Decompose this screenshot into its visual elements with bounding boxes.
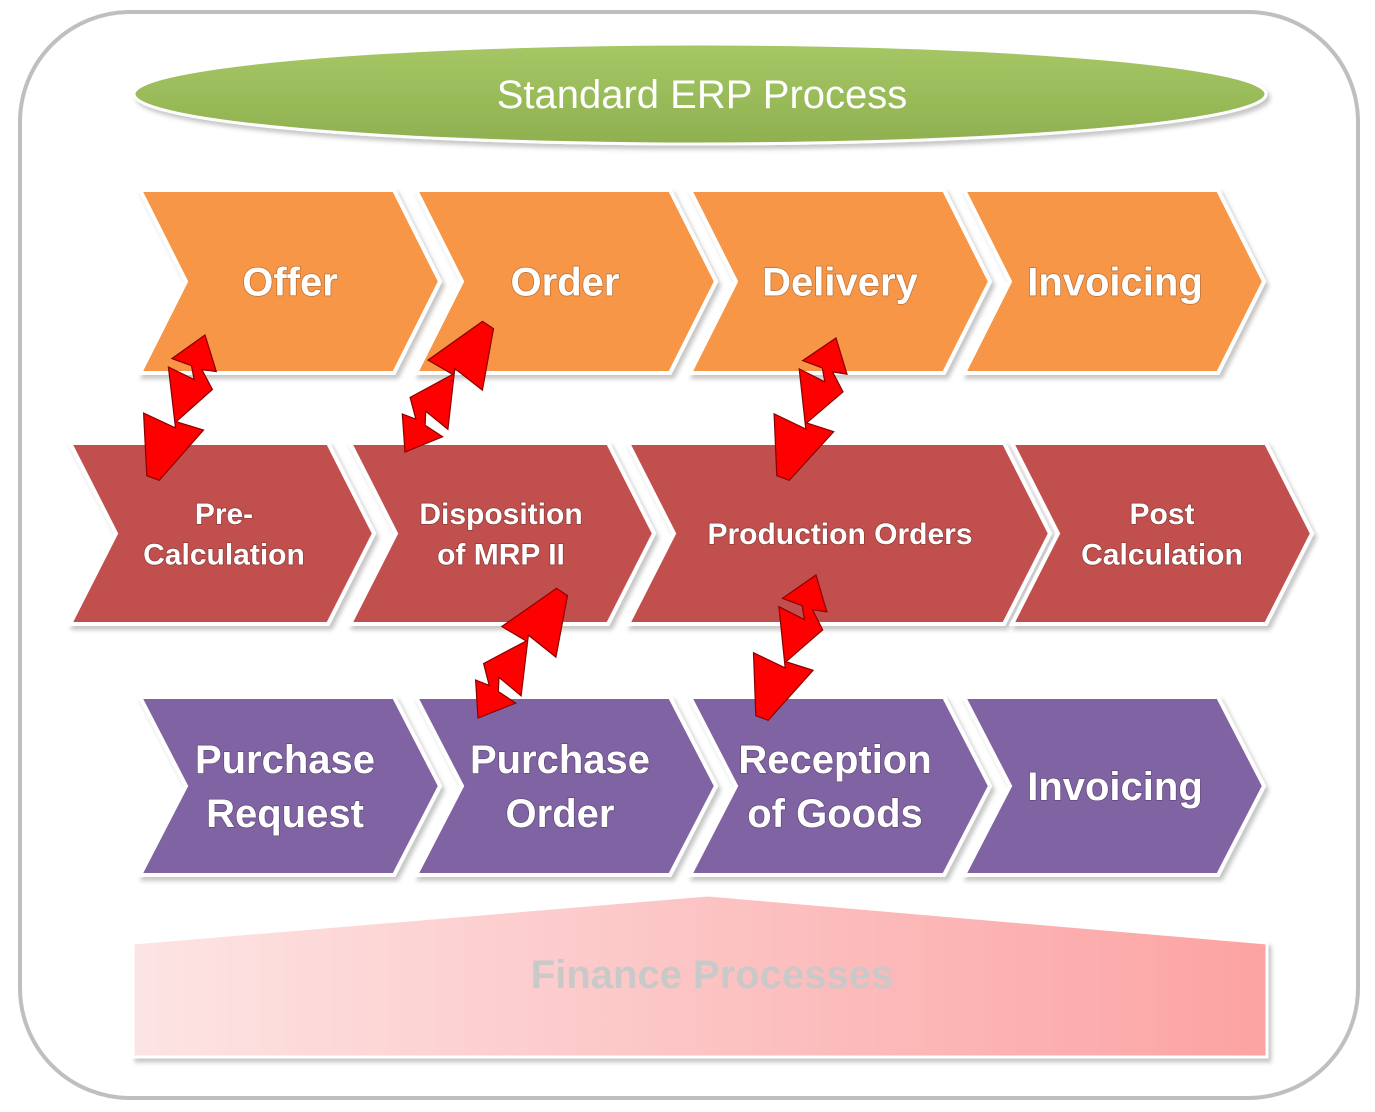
title-pill	[132, 42, 1268, 146]
lightning-arrow-icon: reception-to-production	[752, 574, 828, 722]
chevron-shape	[960, 695, 1267, 877]
step-label: Invoicing	[1027, 261, 1203, 305]
step-sales-3: Delivery	[686, 188, 993, 375]
step-procurement-4: Invoicing	[960, 695, 1267, 877]
step-procurement-3: Reception of Goods	[686, 695, 993, 877]
row-sales: Offer Order Delivery Invoicing	[136, 188, 1267, 375]
step-label: Reception	[738, 738, 931, 782]
chevron-shape	[624, 441, 1053, 626]
step-label: Offer	[242, 261, 338, 305]
chevron-shape	[960, 188, 1267, 375]
chevron-shape	[686, 695, 993, 877]
chevron-shape	[412, 695, 719, 877]
lightning-arrow-icon: pre-calculation-to-offer	[142, 334, 218, 482]
step-label: Pre-	[195, 498, 253, 531]
process-links: pre-calculation-to-offer order-to-disposi…	[142, 320, 848, 722]
lightning-arrow-icon: production-to-delivery	[773, 337, 848, 482]
step-production-2: Disposition of MRP II	[346, 441, 657, 626]
step-label: of Goods	[747, 792, 923, 836]
finance-label: Finance Processes	[531, 953, 893, 997]
chevron-shape	[686, 188, 993, 375]
step-label: Disposition	[419, 498, 582, 531]
chevron-shape	[66, 441, 377, 626]
chevron-shape	[346, 441, 657, 626]
step-label: Order	[511, 261, 620, 305]
step-label: Delivery	[762, 261, 918, 305]
step-production-1: Pre- Calculation	[66, 441, 377, 626]
row-production: Pre- Calculation Disposition of MRP II Produ…	[66, 441, 1315, 626]
step-sales-1: Offer	[136, 188, 443, 375]
step-label: Purchase	[195, 738, 375, 782]
row-procurement: PurchaseRequestPurchaseOrderReceptionof …	[136, 695, 1267, 877]
step-label: Calculation	[143, 538, 305, 571]
step-label: Production Orders	[707, 518, 972, 551]
chevron-shape	[136, 188, 443, 375]
finance-banner: Finance Processes	[131, 893, 1269, 1059]
lightning-arrow-icon: disposition-to-purchase-order	[474, 587, 569, 719]
step-label: Order	[506, 792, 615, 836]
step-production-3: Production Orders	[624, 441, 1053, 626]
chevron-shape	[136, 695, 443, 877]
step-label: Calculation	[1081, 538, 1243, 571]
lightning-arrow-icon: order-to-disposition	[401, 320, 495, 453]
finance-shape	[131, 893, 1269, 1059]
step-label: Post	[1129, 498, 1194, 531]
title-banner	[132, 42, 1268, 146]
step-sales-4: Invoicing	[960, 188, 1267, 375]
step-label: of MRP II	[437, 538, 565, 571]
step-label: Request	[206, 792, 364, 836]
step-label: Purchase	[470, 738, 650, 782]
step-label: Invoicing	[1027, 765, 1203, 809]
diagram-title: Standard ERP Process	[497, 73, 908, 117]
chevron-shape	[1008, 441, 1315, 626]
